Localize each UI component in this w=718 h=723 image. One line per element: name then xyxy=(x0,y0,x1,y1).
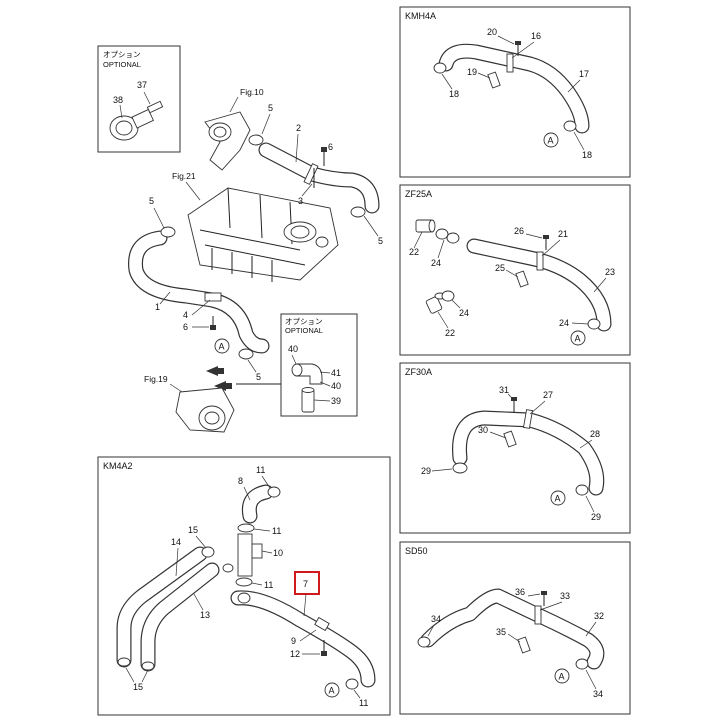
panel-km4a2: KM4A2 14 13 15 15 8 11 11 10 11 xyxy=(97,456,391,716)
fig10-label: Fig.10 xyxy=(240,87,264,97)
label-19: 19 xyxy=(467,67,477,77)
optional-fitting-box: オプション OPTIONAL 40 41 40 39 xyxy=(236,313,358,417)
label-6-b: 6 xyxy=(183,322,188,332)
label-12: 12 xyxy=(290,649,300,659)
label-28: 28 xyxy=(590,429,600,439)
label-29-a: 29 xyxy=(421,466,431,476)
label-35: 35 xyxy=(496,627,506,637)
label-27: 27 xyxy=(543,390,553,400)
panel-kmh4a-title: KMH4A xyxy=(405,11,436,21)
callout-a-kmh4a: A xyxy=(548,136,554,146)
label-38: 38 xyxy=(113,95,123,105)
label-8: 8 xyxy=(238,476,243,486)
label-5-d: 5 xyxy=(256,372,261,382)
label-34-b: 34 xyxy=(593,689,603,699)
panel-zf30a-frame xyxy=(399,362,631,534)
label-24-b: 24 xyxy=(459,308,469,318)
label-9: 9 xyxy=(291,636,296,646)
callout-a-sd50: A xyxy=(559,672,565,682)
panel-sd50-frame xyxy=(399,541,631,715)
label-14: 14 xyxy=(171,537,181,547)
panel-km4a2-frame xyxy=(97,456,391,716)
label-41: 41 xyxy=(331,368,341,378)
label-13: 13 xyxy=(200,610,210,620)
label-7: 7 xyxy=(303,579,308,589)
label-5-a: 5 xyxy=(268,103,273,113)
label-26: 26 xyxy=(514,226,524,236)
panel-zf25a: ZF25A 22 24 21 26 25 23 22 24 24 A xyxy=(399,184,631,356)
drain-valve-part xyxy=(109,100,164,141)
optional-label-en: OPTIONAL xyxy=(103,60,141,69)
panel-sd50: SD50 34 33 36 35 32 A 34 xyxy=(399,541,631,715)
optional-label-jp: オプション xyxy=(103,50,141,59)
label-11-a: 11 xyxy=(256,465,265,475)
callout-a-main: A xyxy=(219,342,225,352)
optional2-label-en: OPTIONAL xyxy=(285,326,323,335)
label-22-b: 22 xyxy=(445,328,455,338)
label-17: 17 xyxy=(579,69,589,79)
label-34-a: 34 xyxy=(431,614,441,624)
label-37: 37 xyxy=(137,80,147,90)
callout-a-zf25a: A xyxy=(575,334,581,344)
label-31: 31 xyxy=(499,385,509,395)
optional-fitting-frame xyxy=(280,313,358,417)
highlight-box-7 xyxy=(294,571,320,595)
label-30: 30 xyxy=(478,425,488,435)
optional-box-frame xyxy=(97,45,181,153)
label-2: 2 xyxy=(296,123,301,133)
label-5-c: 5 xyxy=(149,196,154,206)
label-21: 21 xyxy=(558,229,568,239)
label-15-b: 15 xyxy=(133,682,143,692)
label-39: 39 xyxy=(331,396,341,406)
label-5-b: 5 xyxy=(378,236,383,246)
label-6-top: 6 xyxy=(328,142,333,152)
label-11-b: 11 xyxy=(272,526,281,536)
optional-valve-box: オプション OPTIONAL 38 37 xyxy=(97,45,181,153)
label-32: 32 xyxy=(594,611,604,621)
label-18-a: 18 xyxy=(449,89,459,99)
label-29-b: 29 xyxy=(591,512,601,522)
label-4: 4 xyxy=(183,310,188,320)
label-36: 36 xyxy=(515,587,525,597)
label-24-a: 24 xyxy=(431,258,441,268)
label-23: 23 xyxy=(605,267,615,277)
callout-a-zf30a: A xyxy=(555,494,561,504)
engine-assembly: Fig.10 Fig.21 2 3 6 5 5 xyxy=(128,87,383,433)
label-22-a: 22 xyxy=(409,247,419,257)
label-40-b: 40 xyxy=(331,381,341,391)
label-20: 20 xyxy=(487,27,497,37)
fig19-label: Fig.19 xyxy=(144,374,168,384)
label-10: 10 xyxy=(273,548,283,558)
fig21-label: Fig.21 xyxy=(172,171,196,181)
panel-zf25a-title: ZF25A xyxy=(405,189,432,199)
panel-kmh4a-frame xyxy=(399,6,631,178)
label-24-c: 24 xyxy=(559,318,569,328)
panel-sd50-title: SD50 xyxy=(405,546,428,556)
label-25: 25 xyxy=(495,263,505,273)
panel-zf30a-title: ZF30A xyxy=(405,367,432,377)
label-11-c: 11 xyxy=(264,580,273,590)
panel-zf30a: ZF30A 29 27 31 30 28 A 29 xyxy=(399,362,631,534)
label-33: 33 xyxy=(560,591,570,601)
label-15-a: 15 xyxy=(188,525,198,535)
label-40-a: 40 xyxy=(288,344,298,354)
label-18-b: 18 xyxy=(582,150,592,160)
panel-kmh4a: KMH4A 18 16 20 19 17 A 18 xyxy=(399,6,631,178)
callout-a-km4a2: A xyxy=(329,686,335,696)
label-1: 1 xyxy=(155,302,160,312)
label-11-d: 11 xyxy=(359,698,368,708)
optional2-label-jp: オプション xyxy=(285,317,323,326)
panel-km4a2-title: KM4A2 xyxy=(103,461,133,471)
label-16: 16 xyxy=(531,31,541,41)
label-3: 3 xyxy=(298,196,303,206)
panel-zf25a-frame xyxy=(399,184,631,356)
